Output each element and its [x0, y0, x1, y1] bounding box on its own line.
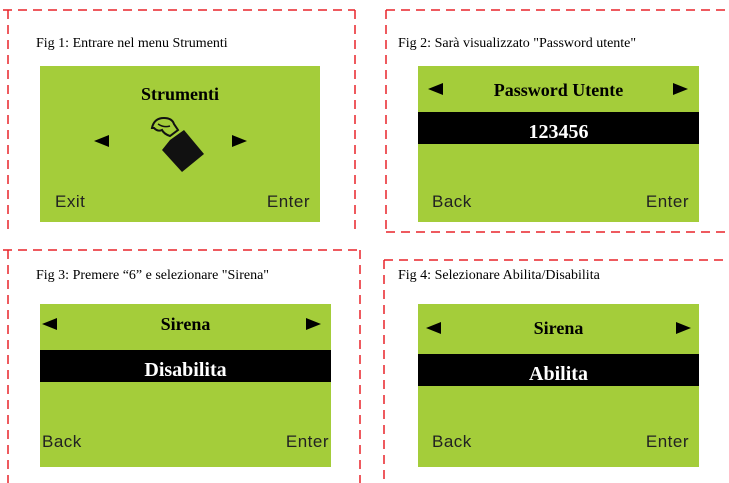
- left-arrow-icon: [426, 322, 441, 334]
- figure-3-selection-bar: Disabilita: [40, 350, 331, 382]
- figure-4-lcd-title: Sirena: [533, 318, 584, 338]
- figure-2-lcd-screen: Password Utente 123456 Back Enter: [418, 66, 699, 222]
- figure-4-selection-bar: Abilita: [418, 354, 699, 386]
- figure-1-panel: Fig 1: Entrare nel menu Strumenti Strume…: [0, 0, 380, 238]
- figure-3-dashed-border: [3, 249, 361, 483]
- right-arrow-icon: [232, 135, 247, 147]
- figure-3-enter-softkey[interactable]: Enter: [285, 432, 329, 451]
- figure-4-lcd-screen: Sirena Abilita Back Enter: [418, 304, 699, 467]
- right-arrow-icon: [676, 322, 691, 334]
- figure-1-caption: Fig 1: Entrare nel menu Strumenti: [36, 36, 228, 51]
- figure-4-enter-softkey[interactable]: Enter: [645, 432, 689, 451]
- figure-2-selection-bar: 123456: [418, 112, 699, 144]
- right-arrow-icon: [306, 318, 321, 330]
- figure-3-panel: Fig 3: Premere “6” e selezionare "Sirena…: [0, 240, 380, 483]
- figure-1-enter-softkey[interactable]: Enter: [266, 192, 310, 211]
- left-arrow-icon: [42, 318, 57, 330]
- figure-2-dashed-border: [385, 9, 729, 233]
- figure-2-panel: Fig 2: Sarà visualizzato "Password utent…: [370, 0, 729, 238]
- figure-1-dashed-border: [3, 9, 356, 232]
- tools-hand-icon: [150, 116, 204, 172]
- figure-4-dashed-border: [383, 259, 729, 483]
- figure-1-lcd-screen: Strumenti Exit Enter: [40, 66, 320, 222]
- figure-3-lcd-title: Sirena: [160, 314, 211, 334]
- figure-1-lcd-title: Strumenti: [141, 84, 219, 104]
- figure-4-panel: Fig 4: Selezionare Abilita/Disabilita Si…: [370, 240, 729, 483]
- figure-2-enter-softkey[interactable]: Enter: [645, 192, 689, 211]
- left-arrow-icon: [94, 135, 109, 147]
- figure-2-back-softkey[interactable]: Back: [432, 192, 472, 211]
- right-arrow-icon: [673, 83, 688, 95]
- figure-4-caption: Fig 4: Selezionare Abilita/Disabilita: [398, 268, 600, 283]
- figure-3-lcd-screen: Sirena Disabilita Back Enter: [40, 304, 331, 467]
- figure-1-exit-softkey[interactable]: Exit: [55, 192, 86, 211]
- figure-2-lcd-title: Password Utente: [493, 80, 624, 100]
- figure-4-back-softkey[interactable]: Back: [432, 432, 472, 451]
- figure-3-back-softkey[interactable]: Back: [42, 432, 82, 451]
- figure-2-caption: Fig 2: Sarà visualizzato "Password utent…: [398, 36, 637, 51]
- figure-3-caption: Fig 3: Premere “6” e selezionare "Sirena…: [36, 268, 270, 283]
- left-arrow-icon: [428, 83, 443, 95]
